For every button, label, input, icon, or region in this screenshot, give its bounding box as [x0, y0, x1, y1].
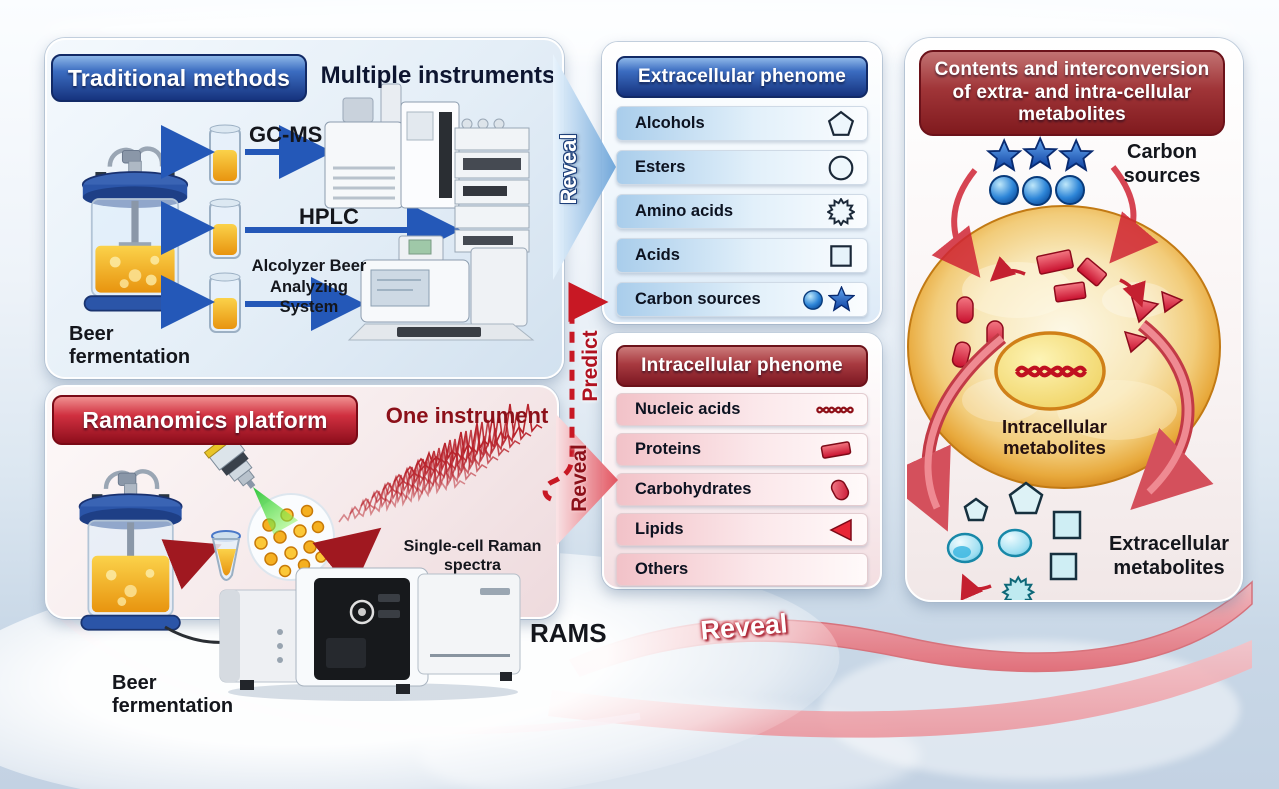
eppendorf-tube: [211, 530, 241, 581]
extracellular-phenome-panel: Extracellular phenome Alcohols Esters Am…: [602, 42, 882, 324]
item-label: Esters: [635, 158, 686, 176]
circle-outline-icon: [828, 155, 854, 180]
intracellular-header: Intracellular phenome: [616, 345, 868, 387]
intracellular-item-carbohydrates: Carbohydrates: [616, 473, 868, 506]
one-instrument-label: One instrument: [385, 403, 549, 428]
sample-vial: [209, 124, 241, 185]
ramanomics-platform-panel: Ramanomics platform One instrument Singl…: [45, 385, 559, 644]
extracellular-item-acids: Acids: [616, 238, 868, 273]
extracellular-header: Extracellular phenome: [616, 56, 868, 98]
item-label: Lipids: [635, 520, 684, 538]
single-cell-raman-spectra-label: Single-cell Raman spectra: [403, 538, 542, 575]
extracellular-metabolite-shapes: [946, 481, 1082, 600]
reveal-label-mid: Reveal: [568, 444, 591, 512]
alcolyzer-instrument: [347, 235, 535, 341]
lipid-triangle-icon: [829, 518, 852, 541]
fermenter-vessel: [78, 469, 183, 631]
sample-vial: [209, 198, 241, 259]
cell-nucleus: [994, 331, 1106, 411]
interconversion-illustration: [907, 136, 1221, 600]
ramanomics-header: Ramanomics platform: [52, 395, 358, 445]
protein-rod-icon: [820, 440, 852, 459]
carbon-sources-label: Carbon sources: [1123, 141, 1201, 187]
beer-fermentation-label: Beer fermentation: [69, 323, 191, 368]
traditional-methods-panel: Traditional methods Multiple instruments…: [45, 38, 564, 379]
extracellular-item-alcohols: Alcohols: [616, 106, 868, 141]
reveal-label-top: Reveal: [556, 133, 581, 205]
intracellular-metabolites-label: Intracellular metabolites: [1002, 416, 1107, 459]
item-label: Others: [635, 560, 689, 578]
intracellular-item-nucleic-acids: Nucleic acids: [616, 393, 868, 426]
extracellular-metabolites-label: Extracellular metabolites: [1108, 533, 1230, 579]
intracellular-phenome-panel: Intracellular phenome Nucleic acids Prot…: [602, 333, 882, 589]
item-label: Amino acids: [635, 202, 734, 220]
burst-outline-icon: [827, 197, 855, 226]
traditional-illustration: [81, 83, 535, 341]
extracellular-item-amino-acids: Amino acids: [616, 194, 868, 229]
conversion-arrows: [989, 256, 1146, 308]
gcms-instrument: [324, 83, 460, 209]
sample-vial: [209, 272, 241, 333]
square-outline-icon: [830, 244, 852, 267]
carbon-source-icons: [985, 136, 1095, 206]
traditional-header: Traditional methods: [51, 54, 307, 102]
predict-label: Predict: [579, 330, 602, 402]
extracellular-item-carbon-sources: Carbon sources: [616, 282, 868, 317]
carbohydrate-capsule-icon: [830, 479, 850, 500]
intracellular-item-lipids: Lipids: [616, 513, 868, 546]
hplc-label: HPLC: [299, 204, 359, 229]
intracellular-item-proteins: Proteins: [616, 433, 868, 466]
rams-label: RAMS: [530, 618, 607, 648]
carbon-circle-star-icon: [801, 286, 855, 313]
item-label: Carbon sources: [635, 290, 761, 308]
item-label: Proteins: [635, 440, 702, 458]
extracellular-item-esters: Esters: [616, 150, 868, 185]
ramanomics-illustration: [78, 403, 543, 644]
multiple-instruments-label: Multiple instruments: [320, 62, 556, 89]
dna-icon: [816, 406, 854, 413]
export-arrows: [907, 319, 1214, 532]
interconversion-panel: Contents and interconversion of extra- a…: [905, 38, 1243, 602]
flow-arrows: [161, 125, 461, 331]
item-label: Alcohols: [635, 114, 705, 132]
hplc-instrument: [454, 118, 530, 253]
carbon-star-icon: [828, 286, 855, 312]
fermenter-vessel: [81, 146, 189, 312]
rams-instrument: [219, 567, 521, 701]
intracellular-item-others: Others: [616, 553, 868, 586]
item-label: Carbohydrates: [635, 480, 752, 498]
beer-fermentation-label-2: Beer fermentation: [112, 672, 234, 717]
pentagon-outline-icon: [827, 110, 855, 136]
gcms-label: GC-MS: [249, 122, 323, 147]
interconversion-header: Contents and interconversion of extra- a…: [919, 50, 1225, 136]
item-label: Nucleic acids: [635, 400, 741, 418]
alcolyzer-label: Alcolyzer Beer Analyzing System: [251, 257, 367, 317]
carbon-circle-icon: [803, 289, 823, 310]
item-label: Acids: [635, 246, 680, 264]
